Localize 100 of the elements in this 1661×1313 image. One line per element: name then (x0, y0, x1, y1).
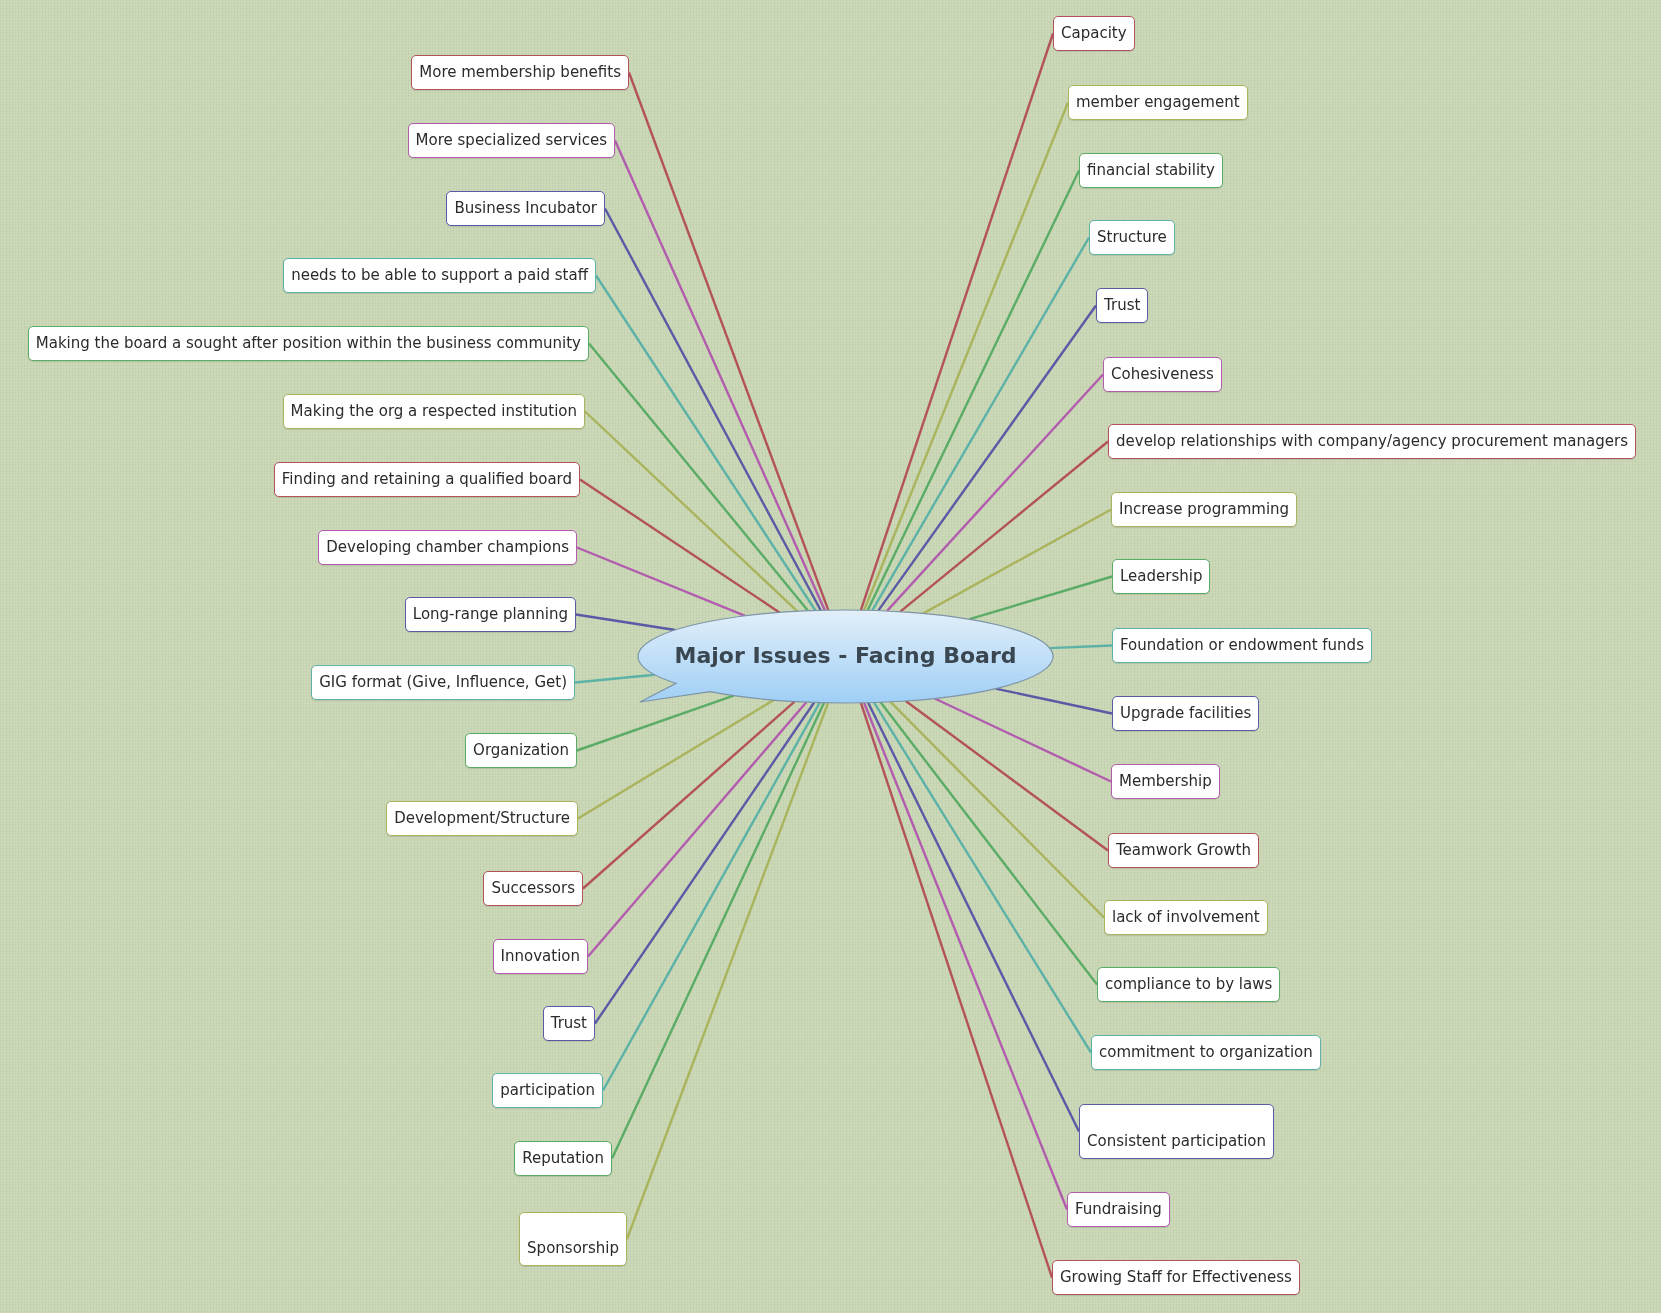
topic-box (1053, 16, 1135, 51)
topic-box (1052, 1260, 1300, 1295)
branch-line (625, 702, 830, 1240)
topic-box (273, 462, 580, 497)
topic-label: Organization (473, 740, 569, 760)
topic-box (311, 665, 575, 700)
branch-line (627, 72, 830, 611)
topic-label: Increase programming (1119, 499, 1290, 519)
topic-label: Business Incubator (454, 198, 597, 218)
topic-label: Capacity (1061, 23, 1127, 43)
topic-label: Making the board a sought after position within the business community (35, 333, 581, 353)
topic-label: Making the org a respected institution (290, 401, 577, 421)
branch-line (603, 207, 822, 611)
topic-label: Trust (1104, 295, 1141, 315)
branch-line (588, 342, 809, 612)
branch-line (871, 236, 1091, 611)
topic-label: Reputation (522, 1148, 604, 1168)
topic-box (465, 733, 577, 768)
topic-box (318, 530, 577, 565)
topic-label: develop relationships with company/agency procurement managers (1116, 431, 1628, 451)
topic-box (1079, 1104, 1274, 1159)
branch-line (574, 673, 655, 684)
topic-label: financial stability (1087, 160, 1215, 180)
topic-label: Trust (550, 1013, 587, 1033)
topic-label: More specialized services (415, 130, 607, 150)
topic-box (1091, 1035, 1321, 1070)
topic-label: Developing chamber champions (326, 537, 569, 557)
topic-box (1112, 559, 1211, 594)
topic-box (404, 597, 576, 632)
branch-line (969, 575, 1113, 621)
topic-label: GIG format (Give, Influence, Get) (319, 672, 567, 692)
branch-line (867, 702, 1081, 1133)
speech-bubble (638, 610, 1053, 703)
topic-label: Growing Staff for Effectiveness (1060, 1267, 1292, 1287)
branch-line (863, 702, 1069, 1210)
topic-label: Teamwork Growth (1116, 840, 1251, 860)
topic-label: Leadership (1120, 566, 1203, 586)
topic-label: Successors (491, 878, 575, 898)
branch-line (576, 546, 746, 617)
topic-box (407, 123, 615, 158)
branch-line (595, 274, 817, 612)
branch-line (859, 33, 1055, 611)
topic-box (519, 1212, 627, 1266)
topic-box (492, 1073, 603, 1108)
branch-line (877, 304, 1097, 612)
branch-line (886, 373, 1104, 612)
topic-box (1112, 628, 1372, 663)
topic-label: Upgrade facilities (1120, 703, 1252, 723)
topic-box (1096, 288, 1149, 323)
topic-box (1089, 220, 1175, 255)
topic-label: needs to be able to support a paid staff (291, 265, 588, 285)
branch-line (905, 700, 1109, 852)
branch-line (873, 701, 1093, 1054)
topic-label: Cohesiveness (1111, 364, 1214, 384)
topic-box (1111, 492, 1298, 527)
topic-box (514, 1141, 612, 1176)
branch-line (859, 702, 1054, 1278)
topic-label: Foundation or endowment funds (1120, 635, 1364, 655)
topic-label: Sponsorship (527, 1238, 619, 1258)
topic-label: Membership (1119, 771, 1212, 791)
topic-label: Fundraising (1075, 1199, 1162, 1219)
branch-line (863, 102, 1070, 611)
topic-box (1104, 900, 1268, 935)
topic-box (1067, 1192, 1170, 1227)
branch-line (613, 140, 826, 611)
topic-box (1103, 357, 1222, 392)
topic-box (1097, 967, 1281, 1002)
topic-box (483, 871, 583, 906)
central-topic: Major Issues - Facing Board (674, 642, 1017, 670)
branch-line (575, 613, 676, 632)
branch-line (610, 702, 826, 1159)
topic-label: compliance to by laws (1105, 974, 1273, 994)
branch-line (579, 478, 781, 614)
topic-box (446, 191, 605, 226)
branch-line (587, 701, 808, 958)
topic-label: member engagement (1076, 92, 1240, 112)
topic-box (386, 801, 578, 836)
topic-box (492, 939, 588, 974)
topic-box (1108, 833, 1259, 868)
branch-line (879, 701, 1098, 986)
topic-box (1108, 424, 1636, 459)
topic-label: participation (500, 1080, 595, 1100)
topic-box (411, 55, 629, 90)
topic-box (283, 258, 596, 293)
topic-label: Development/Structure (394, 808, 570, 828)
topic-label: Long-range planning (412, 604, 568, 624)
branch-line (889, 701, 1105, 919)
topic-box (1111, 764, 1220, 799)
branch-line (866, 170, 1081, 611)
topic-box (1079, 153, 1223, 188)
topic-box (27, 326, 589, 361)
branch-line (577, 699, 775, 820)
branch-line (995, 687, 1113, 715)
branch-line (1049, 644, 1113, 650)
topic-box (1068, 85, 1248, 120)
topic-label: commitment to organization (1099, 1042, 1313, 1062)
topic-label: Consistent participation (1087, 1131, 1266, 1151)
branch-line (594, 701, 816, 1025)
topic-label: Innovation (500, 946, 580, 966)
branch-line (934, 697, 1112, 783)
